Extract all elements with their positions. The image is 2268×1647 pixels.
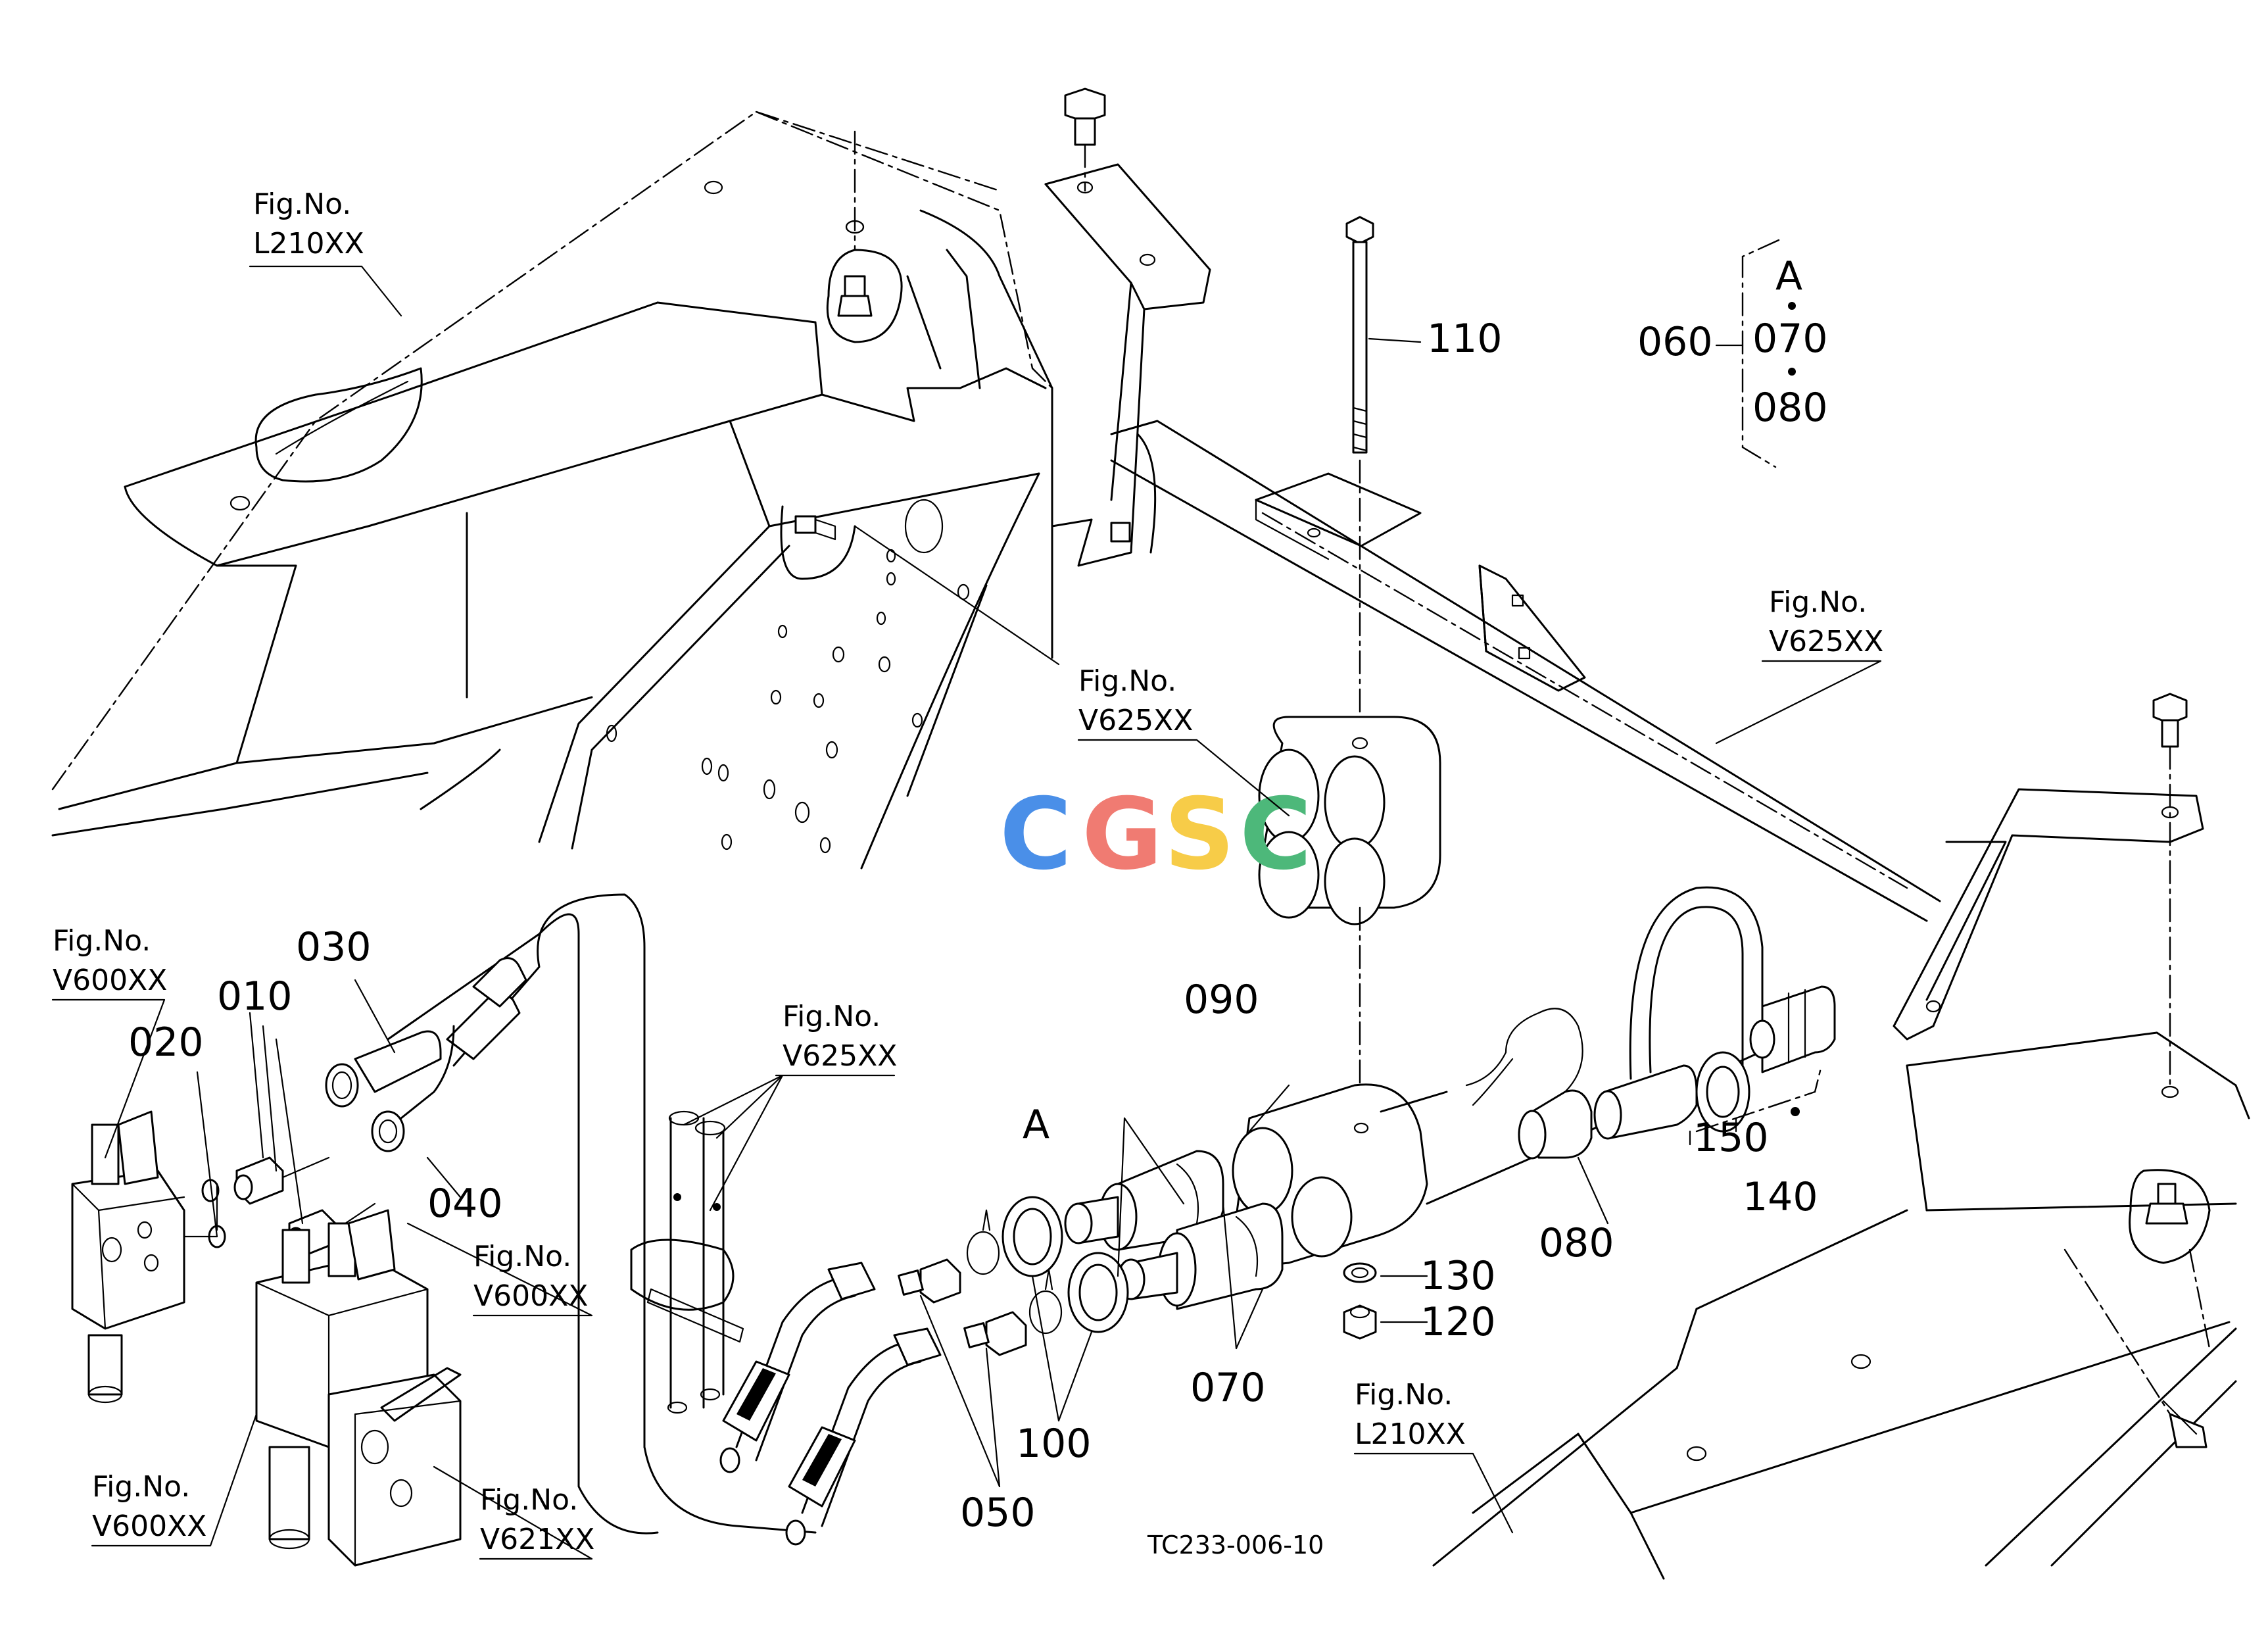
fig-ref-v625-mid: V625XX bbox=[1078, 704, 1193, 737]
label-110: 110 bbox=[1427, 316, 1503, 362]
part-labels: 110 060 A 070 080 090 A 070 100 050 080 … bbox=[128, 253, 1828, 1536]
dust-plug-080 bbox=[1465, 1008, 1593, 1160]
tractor-body bbox=[51, 111, 1060, 870]
fig-ref-v625-lower: V625XX bbox=[783, 1039, 897, 1073]
body-holes bbox=[606, 549, 970, 854]
fig-word-7: Fig.No. bbox=[92, 1470, 190, 1504]
label-030: 030 bbox=[296, 924, 372, 970]
watermark-letter-3: S bbox=[1164, 777, 1235, 892]
label-050: 050 bbox=[960, 1490, 1036, 1536]
frame-rail bbox=[1044, 163, 1941, 922]
adapters-050 bbox=[898, 1258, 1027, 1356]
control-valve-center bbox=[255, 1209, 462, 1567]
kit-bracket-060 bbox=[1715, 239, 1796, 468]
label-140: 140 bbox=[1743, 1174, 1818, 1220]
shackle-150 bbox=[1593, 886, 1836, 1146]
label-a-callout: A bbox=[1023, 1102, 1050, 1148]
washer-130-nut-120 bbox=[1343, 1262, 1377, 1340]
label-090: 090 bbox=[1184, 977, 1259, 1023]
label-020: 020 bbox=[128, 1020, 204, 1066]
label-100: 100 bbox=[1016, 1421, 1092, 1467]
label-070: 070 bbox=[1190, 1365, 1266, 1411]
fig-word-8: Fig.No. bbox=[480, 1483, 578, 1517]
fig-word-4: Fig.No. bbox=[783, 1000, 881, 1033]
coupler-holder-090 bbox=[1232, 1038, 1790, 1265]
figure-ref-leaders bbox=[51, 265, 1882, 1560]
fig-word-6: Fig.No. bbox=[473, 1240, 571, 1273]
bolt-lower-right bbox=[2162, 1400, 2208, 1448]
fig-ref-v600-center: V600XX bbox=[473, 1279, 588, 1313]
leader-lines bbox=[196, 337, 1737, 1488]
label-040: 040 bbox=[427, 1181, 503, 1227]
seals-100 bbox=[966, 1196, 1129, 1335]
fig-ref-v600-left: V600XX bbox=[53, 964, 167, 997]
fig-ref-v621-bottom: V621XX bbox=[480, 1523, 594, 1556]
control-valve-left bbox=[71, 1110, 376, 1404]
bolt-top-right bbox=[2152, 693, 2188, 1098]
fig-ref-v600-bottom: V600XX bbox=[92, 1510, 206, 1543]
hoses bbox=[325, 893, 942, 1546]
couplers-070 bbox=[1064, 1150, 1284, 1310]
watermark-letter-1: C bbox=[1000, 777, 1072, 892]
label-kit-080: 080 bbox=[1752, 385, 1828, 431]
bolt-top-left bbox=[1064, 87, 1106, 192]
watermark-letter-4: C bbox=[1240, 777, 1312, 892]
label-130: 130 bbox=[1420, 1253, 1496, 1299]
label-060: 060 bbox=[1637, 319, 1713, 365]
drawing-code: TC233-006-10 bbox=[1147, 1531, 1324, 1560]
fig-word-2: Fig.No. bbox=[1078, 664, 1176, 698]
fig-word-1: Fig.No. bbox=[253, 187, 351, 221]
figure-refs: Fig.No. L210XX Fig.No. V625XX Fig.No. V6… bbox=[53, 187, 1883, 1560]
label-120: 120 bbox=[1420, 1299, 1496, 1345]
label-150: 150 bbox=[1693, 1115, 1769, 1161]
label-010: 010 bbox=[217, 973, 293, 1020]
fig-ref-v625-right: V625XX bbox=[1769, 625, 1883, 658]
fig-word-9: Fig.No. bbox=[1355, 1378, 1453, 1412]
fig-word-3: Fig.No. bbox=[1769, 585, 1867, 619]
watermark: C G S C bbox=[1000, 777, 1312, 892]
fig-ref-l210-top: L210XX bbox=[253, 227, 364, 260]
label-kit-070: 070 bbox=[1752, 316, 1828, 362]
bolt-110 bbox=[1345, 216, 1374, 731]
fig-ref-l210-bottom: L210XX bbox=[1355, 1417, 1466, 1451]
label-kit-a: A bbox=[1775, 253, 1802, 299]
hose-clamp-bundle bbox=[630, 1110, 744, 1414]
label-080: 080 bbox=[1539, 1220, 1614, 1266]
right-frame bbox=[1432, 788, 2250, 1580]
fig-word-5: Fig.No. bbox=[53, 924, 151, 958]
watermark-letter-2: G bbox=[1082, 777, 1163, 892]
upper-holder-block bbox=[1258, 716, 1441, 1119]
